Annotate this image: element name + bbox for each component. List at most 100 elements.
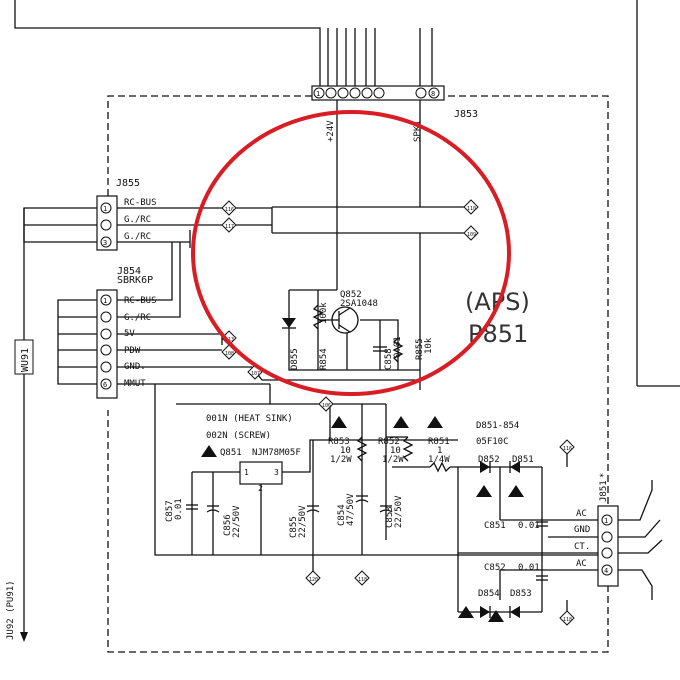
- j854-net-pdw: PDW: [124, 346, 141, 356]
- j855-net-rc-bus: RC-BUS: [124, 198, 157, 208]
- j854-part: SBRK6P: [117, 275, 153, 286]
- tag-113: 113: [225, 337, 234, 343]
- tag-118-a: 118: [358, 577, 367, 583]
- c851-value: 0.01: [518, 521, 540, 531]
- j855-pin-last: 3: [103, 239, 107, 247]
- c855-ref: C855: [289, 516, 299, 538]
- r853-value: 10: [340, 446, 351, 456]
- note-heat-sink: 001N (HEAT SINK): [206, 414, 293, 424]
- tag-120: 120: [309, 577, 318, 583]
- d855-ref: D855: [290, 348, 300, 370]
- r851-value: 1: [437, 446, 442, 456]
- q851-ref: Q851: [220, 448, 242, 458]
- c853-value: 22/50V: [394, 495, 404, 528]
- c855-value: 22/50V: [298, 505, 308, 538]
- block-ref: P851: [468, 320, 528, 348]
- net-spk1: SPK1: [413, 120, 423, 142]
- j853-pin-last: 8: [431, 90, 435, 98]
- j851-net-gnd: GND: [574, 525, 590, 535]
- d854-ref: D854: [478, 589, 500, 599]
- r854-value: 100k: [319, 302, 329, 324]
- c852-ref: C852: [484, 563, 506, 573]
- j851-net-ac-2: AC: [576, 559, 587, 569]
- c851-ref: C851: [484, 521, 506, 531]
- j853-ref: J853: [454, 109, 478, 120]
- c854-ref: C854: [337, 504, 347, 526]
- outer-wiring: [14, 0, 680, 387]
- signal-tags: 116 117 110 109 113 108 107 106 116 120 …: [221, 199, 575, 626]
- q851-part: NJM78M05F: [252, 448, 301, 458]
- j851-net-ct: CT.: [574, 542, 590, 552]
- c856-ref: C856: [223, 514, 233, 536]
- j855-ref: J855: [116, 178, 140, 189]
- left-ports: WU91 JU92 (PU91): [6, 208, 34, 642]
- d851-ref: D851: [512, 455, 534, 465]
- c858-value: 0.01: [393, 336, 403, 358]
- connector-j851: J851 * 1 4 AC GND CT. AC: [458, 473, 663, 600]
- c857-value: 0.01: [174, 498, 184, 520]
- r855-value: 10k: [424, 337, 434, 354]
- r851-ref: R851: [428, 437, 450, 447]
- q851-pin-3: 3: [274, 468, 279, 477]
- c854-value: 47/50V: [346, 493, 356, 526]
- j853-pin-first: 1: [316, 90, 320, 98]
- j854-ref: J854: [117, 266, 141, 277]
- j854-pin-last: 6: [103, 381, 107, 389]
- diode-group-refs: D851-854: [476, 421, 519, 431]
- rectifier-section: D851-854 05F10C D852 D851 D854 D853 C851…: [457, 421, 600, 622]
- tag-117: 117: [225, 224, 234, 230]
- r852-ref: R852: [378, 437, 400, 447]
- internal-wiring: [154, 100, 600, 556]
- r854-ref: R854: [319, 348, 329, 370]
- c852-value: 0.01: [518, 563, 540, 573]
- connector-j854: J854 SBRK6P 1 6 RC-BUS G./RC 5V PDW GND.…: [57, 242, 270, 399]
- connector-j853: 1 8 J853 +24V SPK1: [311, 85, 478, 142]
- tag-116-a: 116: [225, 207, 234, 213]
- control-section: D855 R854 100k Q852 2SA1048 C858 0.01 R8…: [282, 290, 434, 370]
- j854-pin-first: 1: [103, 297, 107, 305]
- highlight-circle: [191, 110, 511, 396]
- power-section: R853 10 1/2W R852 10 1/2W R851 1 1/4W C8…: [289, 403, 542, 572]
- note-screw: 002N (SCREW): [206, 431, 271, 441]
- c856-value: 22/50V: [232, 505, 242, 538]
- j855-pin-first: 1: [103, 205, 107, 213]
- j854-net-grc: G./RC: [124, 313, 151, 323]
- d853-ref: D853: [510, 589, 532, 599]
- tag-118-b: 118: [563, 617, 572, 623]
- c853-ref: C853: [385, 506, 395, 528]
- r852-rating: 1/2W: [382, 455, 404, 465]
- d852-ref: D852: [478, 455, 500, 465]
- tag-110: 110: [467, 206, 476, 212]
- r853-rating: 1/2W: [330, 455, 352, 465]
- regulator-section: 001N (HEAT SINK) 002N (SCREW) Q851 NJM78…: [165, 414, 458, 555]
- tag-108: 108: [225, 351, 234, 357]
- c857-ref: C857: [165, 500, 175, 522]
- q852-ref: Q852: [340, 290, 362, 300]
- j855-net-grc-1: G./RC: [124, 215, 151, 225]
- j855-net-grc-2: G./RC: [124, 232, 151, 242]
- r855-ref: R855: [415, 338, 425, 360]
- tag-116-b: 116: [563, 446, 572, 452]
- j851-pin-last: 4: [604, 567, 608, 575]
- net-plus24v: +24V: [326, 120, 336, 142]
- board-outline: [107, 95, 609, 653]
- tag-109: 109: [467, 232, 476, 238]
- diode-group-part: 05F10C: [476, 437, 509, 447]
- r853-ref: R853: [328, 437, 350, 447]
- port-ju92: JU92 (PU91): [6, 580, 16, 640]
- c858-ref: C858: [384, 348, 394, 370]
- connector-j855: J855 1 3 RC-BUS G./RC G./RC: [23, 178, 222, 251]
- tag-106: 106: [322, 403, 331, 409]
- q852-part: 2SA1048: [340, 299, 378, 309]
- tag-107: 107: [251, 371, 260, 377]
- j851-mark: *: [599, 473, 609, 478]
- r852-value: 10: [390, 446, 401, 456]
- j854-net-rc-bus: RC-BUS: [124, 296, 157, 306]
- j851-ref: J851: [599, 480, 609, 502]
- port-wu91: WU91: [20, 348, 31, 372]
- r851-rating: 1/4W: [428, 455, 450, 465]
- j851-pin-first: 1: [604, 517, 608, 525]
- j851-net-ac-1: AC: [576, 509, 587, 519]
- q851-pin-1: 1: [244, 468, 249, 477]
